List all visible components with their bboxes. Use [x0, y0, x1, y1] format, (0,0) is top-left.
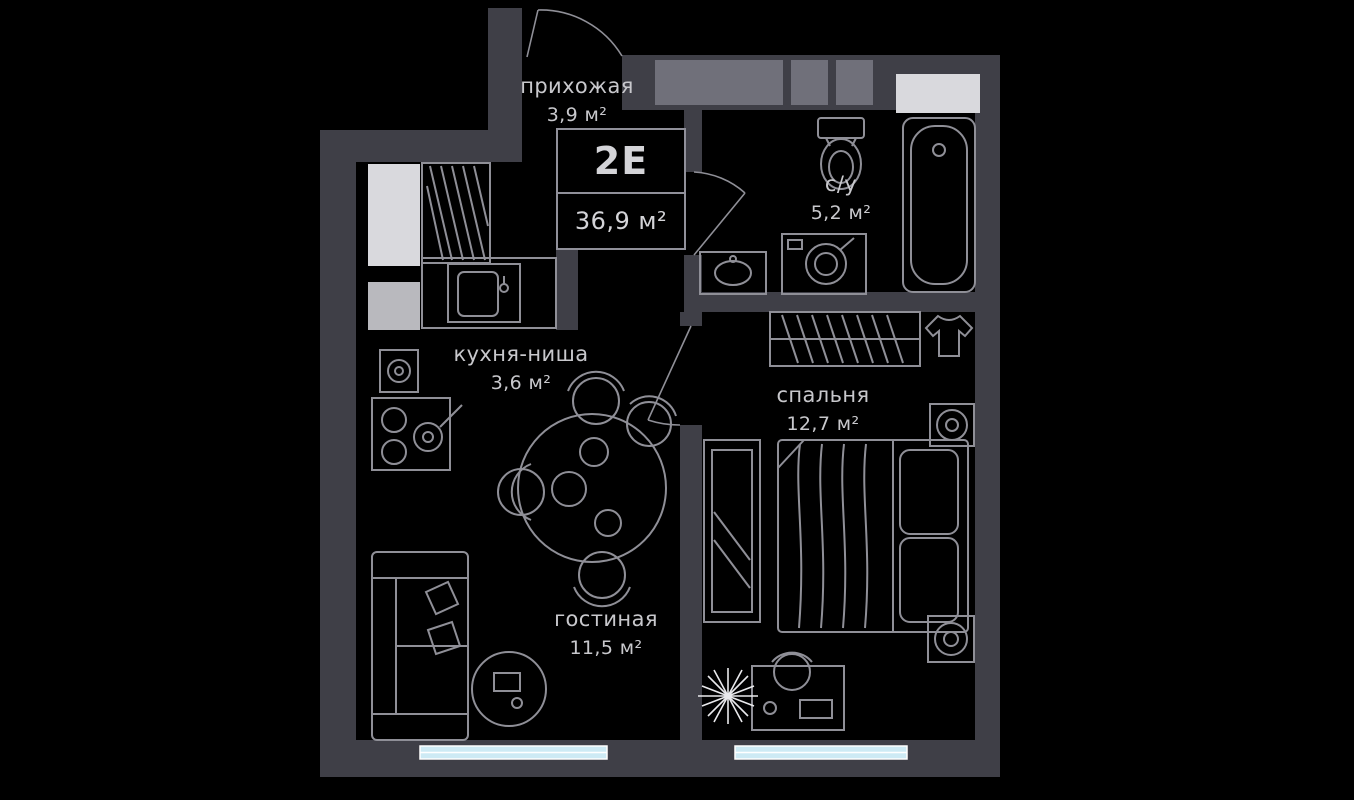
unit-total-area: 36,9 м²	[574, 207, 668, 235]
entry-door-leaf	[526, 9, 539, 58]
desk	[751, 651, 845, 731]
unit-card-divider	[558, 192, 684, 194]
shaft-block-light	[896, 74, 980, 113]
stove	[371, 397, 463, 471]
washing-machine	[781, 233, 867, 295]
bed	[777, 439, 969, 633]
desk-chair	[773, 653, 811, 691]
shaft-block	[655, 60, 783, 105]
bathroom-sink	[699, 251, 767, 295]
hallway-wardrobe	[368, 162, 491, 330]
shaft-block	[791, 60, 828, 105]
utility-shafts	[655, 60, 980, 113]
bathroom-door-arc	[693, 171, 746, 194]
unit-type-label: 2Е	[593, 139, 649, 183]
entry-door-arc	[537, 9, 623, 57]
bedside-stool-top	[929, 403, 975, 447]
unit-info-card: 2Е 36,9 м²	[556, 128, 686, 250]
bedroom-door-arc	[647, 419, 681, 426]
bathroom-door-leaf	[693, 192, 746, 256]
doors	[526, 9, 746, 426]
dining-chairs	[497, 370, 677, 608]
oven	[379, 349, 419, 393]
toilet	[817, 117, 865, 190]
coffee-table	[471, 651, 547, 727]
shaft-block	[836, 60, 873, 105]
sofa	[371, 551, 469, 741]
dining-table	[517, 413, 667, 563]
bedside-stool-bottom	[927, 615, 975, 663]
tv-cabinet	[703, 439, 761, 623]
kitchen-counter	[421, 257, 557, 329]
furniture	[368, 117, 976, 741]
windows	[419, 745, 908, 760]
plant	[698, 668, 758, 724]
shirt-icon	[924, 314, 974, 357]
clothes-rail	[769, 311, 921, 367]
bedroom-door-leaf	[647, 325, 692, 421]
bathtub	[902, 117, 976, 293]
